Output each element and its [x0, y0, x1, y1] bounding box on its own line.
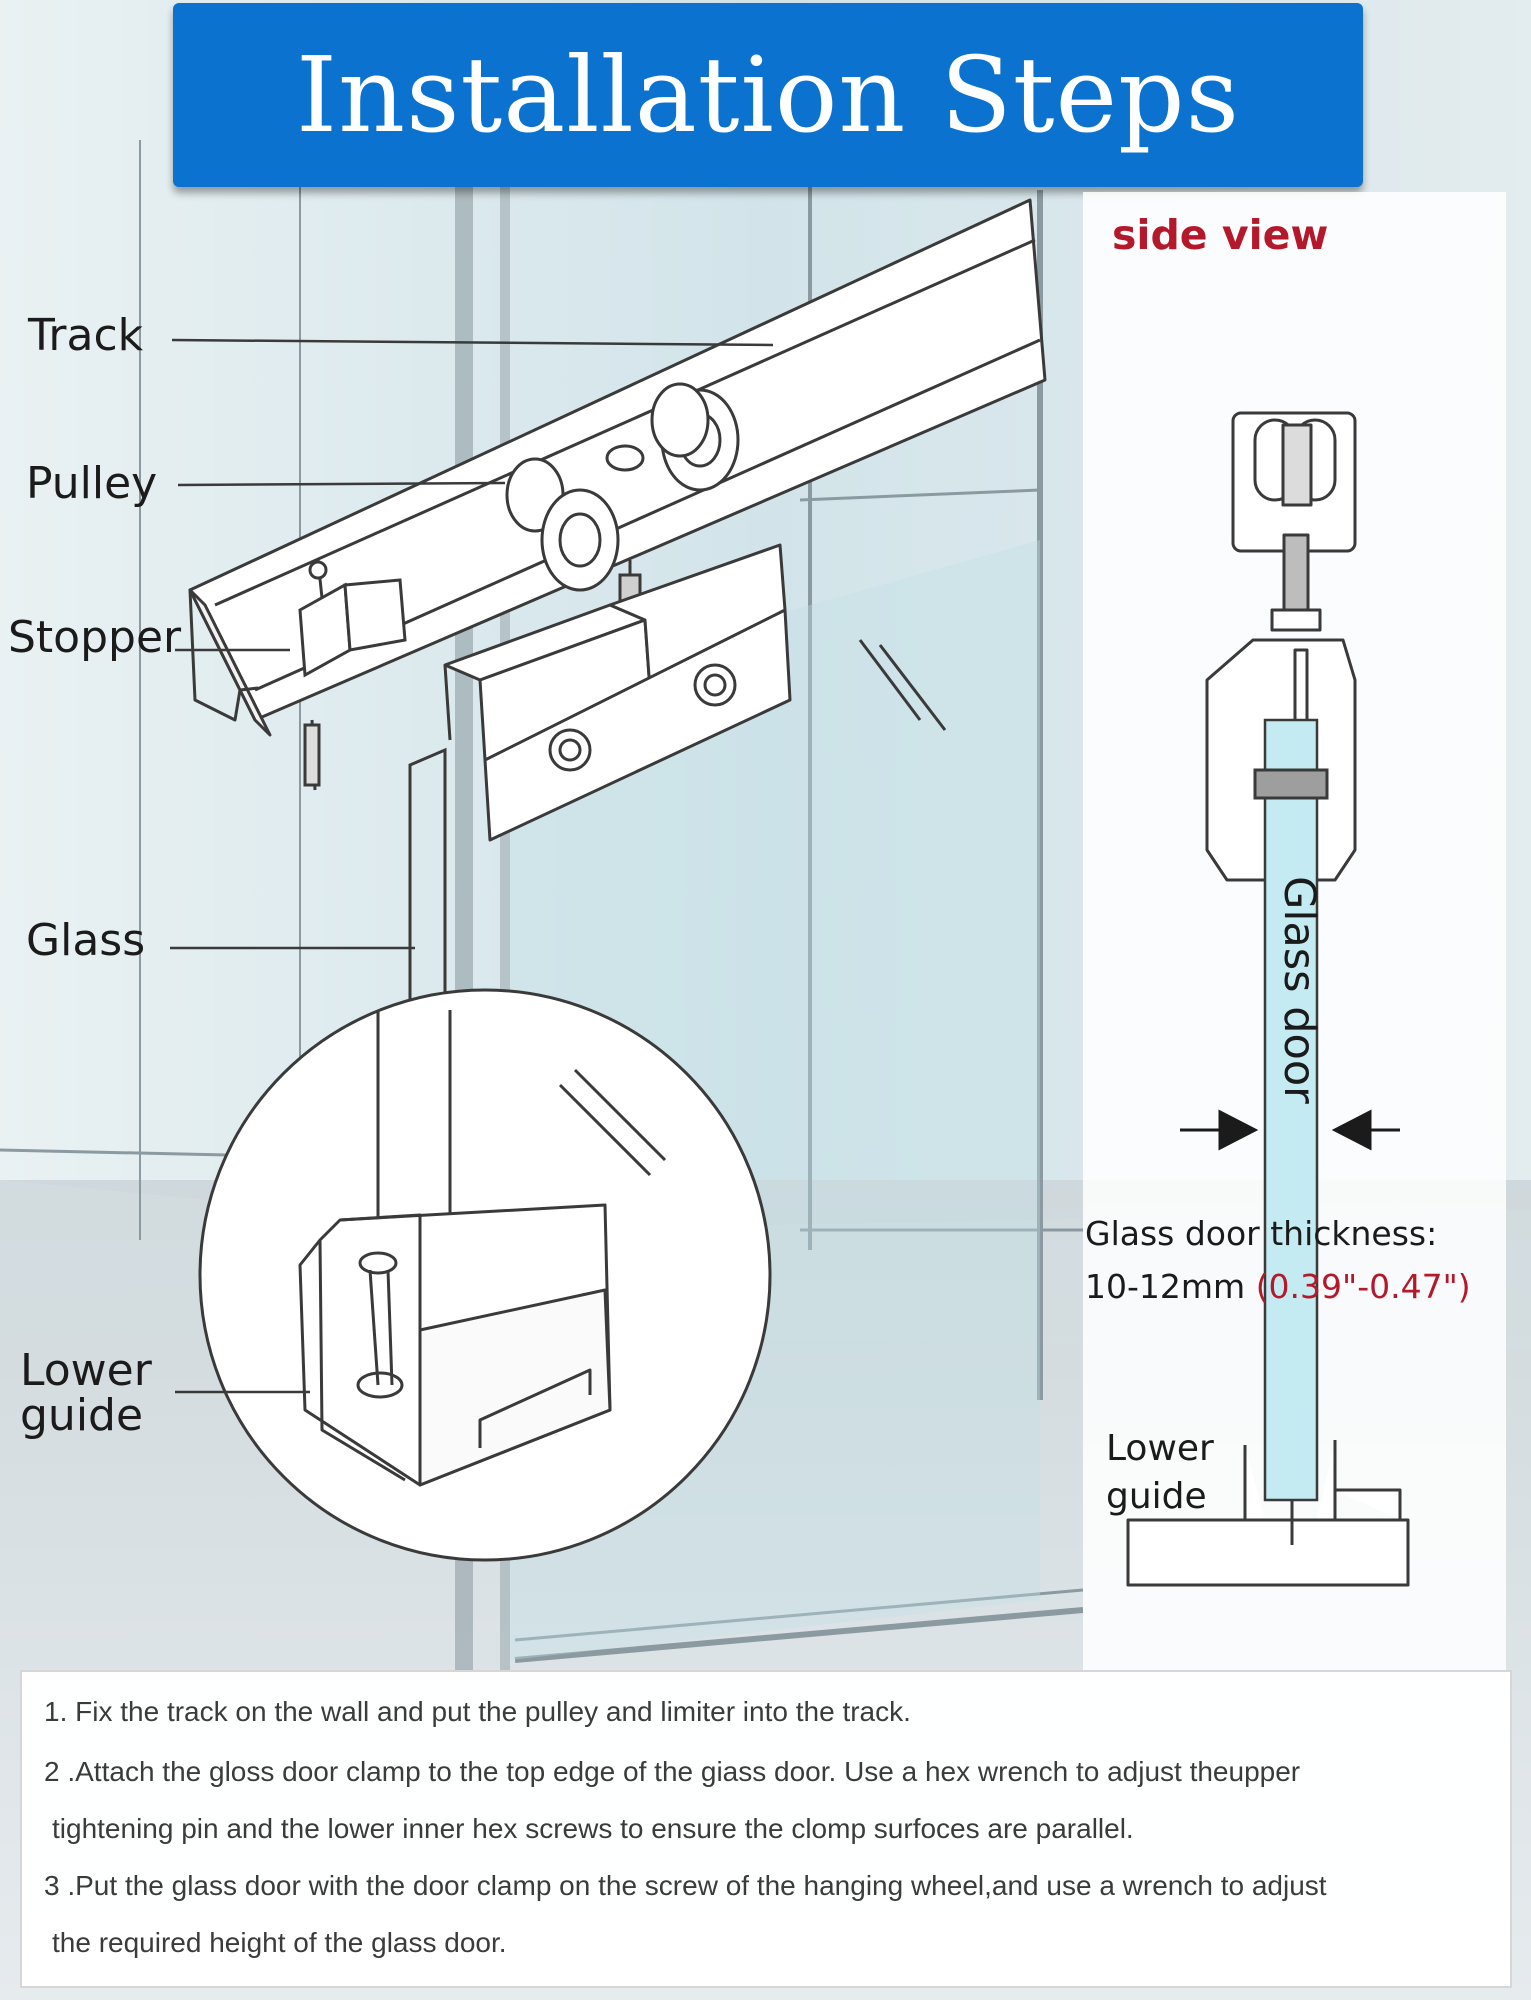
step-1: 1. Fix the track on the wall and put the…	[44, 1696, 911, 1727]
callout-stopper: Stopper	[8, 612, 182, 663]
glass-door-label: Glass door	[1274, 876, 1324, 1104]
callout-pulley: Pulley	[26, 458, 158, 509]
side-lower-guide-line2: guide	[1106, 1476, 1207, 1517]
thickness-mm: 10-12mm	[1085, 1267, 1246, 1306]
side-lower-guide-line1: Lower	[1106, 1428, 1214, 1469]
step-3-line2: the required height of the glass door.	[52, 1927, 507, 1958]
step-3-line1: 3 .Put the glass door with the door clam…	[44, 1870, 1327, 1901]
instructions-box	[20, 1670, 1512, 1988]
page-title: Installation Steps	[296, 34, 1240, 156]
thickness-label: Glass door thickness:	[1085, 1214, 1438, 1253]
callout-track: Track	[28, 310, 144, 361]
side-lower-guide-label: Lower guide	[1106, 1425, 1214, 1521]
callout-lower-guide-line2: guide	[20, 1390, 144, 1441]
callout-glass: Glass	[26, 915, 146, 966]
step-2-line1: 2 .Attach the gloss door clamp to the to…	[44, 1756, 1301, 1787]
title-banner: Installation Steps	[173, 3, 1363, 187]
thickness-annotation: Glass door thickness: 10-12mm (0.39"-0.4…	[1085, 1207, 1471, 1313]
callout-lower-guide-line1: Lower	[20, 1345, 152, 1396]
step-2-line2: tightening pin and the lower inner hex s…	[52, 1813, 1134, 1844]
thickness-values: 10-12mm (0.39"-0.47")	[1085, 1260, 1471, 1313]
side-view-title: side view	[1112, 211, 1329, 259]
thickness-inch: (0.39"-0.47")	[1255, 1267, 1471, 1306]
